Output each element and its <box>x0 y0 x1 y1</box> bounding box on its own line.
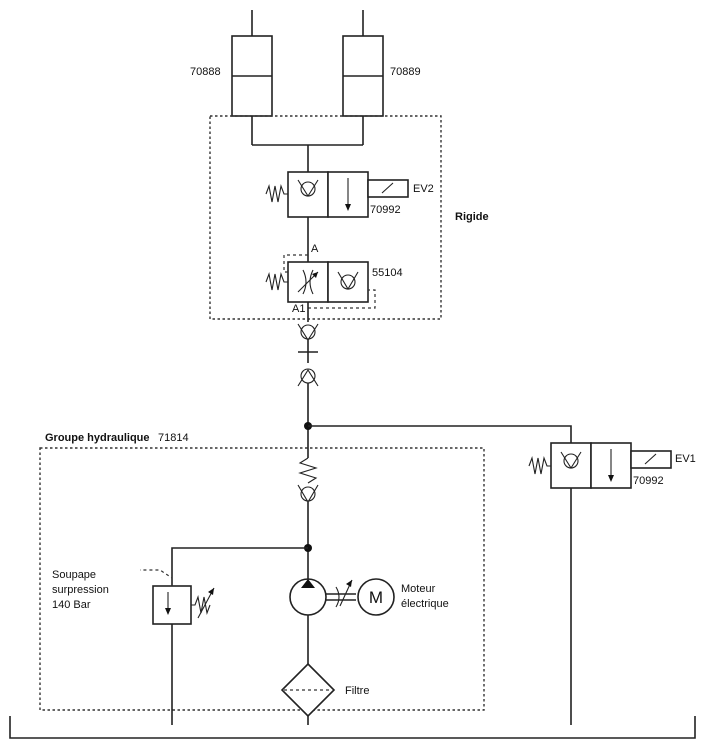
motor-label-1: Moteur <box>401 583 436 595</box>
filter <box>280 662 336 718</box>
valve-ev2-code: 70992 <box>370 204 401 216</box>
rigide-block-border <box>209 115 442 320</box>
cylinder-right <box>342 10 384 117</box>
relief-label-3: 140 Bar <box>52 599 91 611</box>
cylinder-right-code: 70889 <box>390 66 421 78</box>
manifold <box>251 116 364 172</box>
cylinder-left <box>231 10 273 117</box>
check-valve-spring <box>297 457 319 504</box>
flow-valve-55104 <box>265 254 376 309</box>
electric-motor: M <box>357 578 395 616</box>
valve-ev1-tag: EV1 <box>675 453 696 465</box>
relief-label-2: surpression <box>52 584 109 596</box>
relief-label-1: Soupape <box>52 569 96 581</box>
reservoir-tank <box>9 716 696 739</box>
valve-ev1-code: 70992 <box>633 475 664 487</box>
port-a-label: A <box>311 243 319 255</box>
groupe-block-title: Groupe hydraulique 71814 <box>45 428 189 445</box>
groupe-title-bold: Groupe hydraulique <box>45 432 150 444</box>
relief-valve <box>140 569 215 625</box>
rigide-block-title: Rigide <box>455 211 489 223</box>
valve-ev2-tag: EV2 <box>413 183 434 195</box>
groupe-block-border <box>39 447 485 711</box>
valve-ev1 <box>528 442 672 489</box>
relief-supply-line <box>171 547 308 586</box>
groupe-title-code: 71814 <box>158 432 189 444</box>
hydraulic-pump <box>289 578 356 616</box>
cylinder-left-code: 70888 <box>190 66 221 78</box>
quick-coupler <box>297 323 319 387</box>
motor-label-2: électrique <box>401 598 449 610</box>
filter-label: Filtre <box>345 685 369 697</box>
motor-symbol: M <box>369 588 383 607</box>
flow-valve-code: 55104 <box>372 267 403 279</box>
port-a1-label: A1 <box>292 303 305 315</box>
